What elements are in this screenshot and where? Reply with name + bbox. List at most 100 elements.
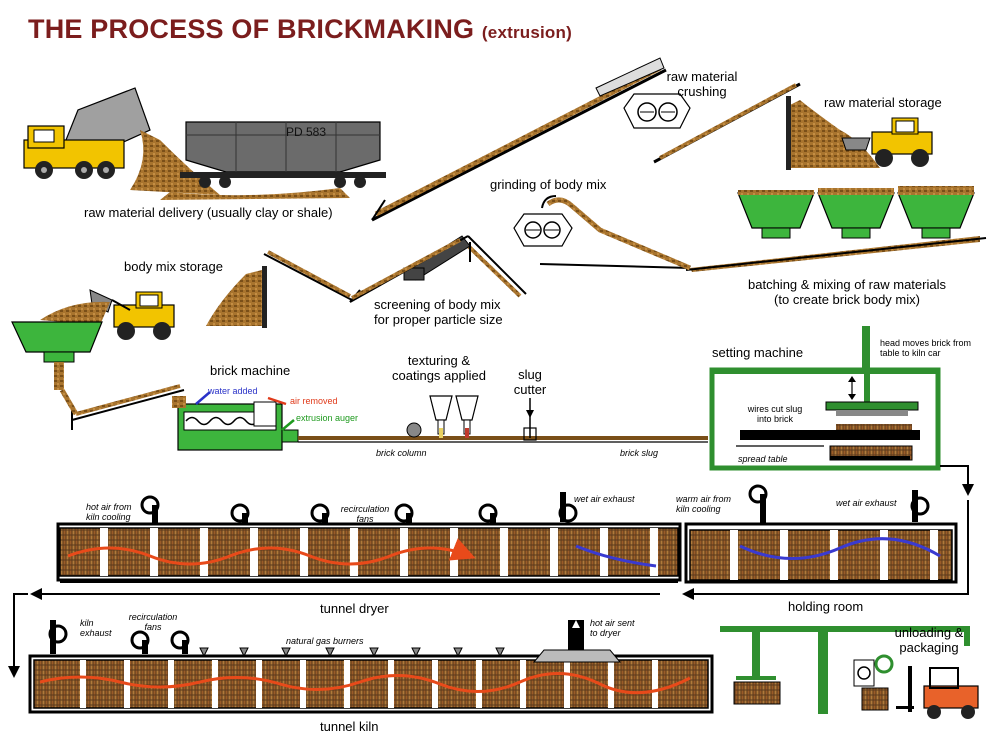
note-hot-air-sent-2: to dryer xyxy=(590,628,621,639)
note-hot-air-2: kiln cooling xyxy=(86,512,131,523)
conveyor-to-grinder xyxy=(539,195,691,271)
slug-cutter xyxy=(523,398,537,441)
label-batching-2: (to create brick body mix) xyxy=(774,291,920,307)
batching-belt-frame xyxy=(685,237,987,271)
batch-hopper-2 xyxy=(817,188,895,239)
note-extrusion-auger: extrusion auger xyxy=(296,413,359,423)
front-loader-2 xyxy=(89,289,175,340)
conveyor-to-storage xyxy=(653,82,801,164)
label-delivery: raw material delivery (usually clay or s… xyxy=(84,205,333,220)
tunnel-dryer xyxy=(56,522,682,583)
brick-machine xyxy=(172,396,299,451)
crusher-drum xyxy=(623,93,691,129)
clay-pile-delivery xyxy=(130,130,220,195)
note-brick-slug: brick slug xyxy=(620,448,659,458)
conveyor-to-crusher xyxy=(371,57,667,222)
label-batching-1: batching & mixing of raw materials xyxy=(748,277,946,292)
note-warm-air-2: kiln cooling xyxy=(676,504,721,515)
setting-machine xyxy=(709,326,941,471)
arrowhead-down-1 xyxy=(962,484,974,496)
label-texturing-2: coatings applied xyxy=(392,367,486,383)
grinder-drum xyxy=(513,213,573,247)
rail-car-label: PD 583 xyxy=(286,125,326,139)
note-head-1: head moves brick from xyxy=(880,338,972,348)
note-kiln-exhaust-1: kiln xyxy=(80,618,94,628)
holding-room xyxy=(684,484,958,584)
note-wires-1: wires cut slug xyxy=(747,404,803,414)
label-body-storage: body mix storage xyxy=(124,259,223,274)
title-main: THE PROCESS OF BRICKMAKING xyxy=(28,14,475,44)
conveyor-to-screen xyxy=(460,235,527,298)
note-head-2: table to kiln car xyxy=(880,348,941,359)
label-batching: batching & mixing of raw materials(to cr… xyxy=(724,277,970,308)
label-slug-2: cutter xyxy=(513,381,547,397)
note-gas-burners: natural gas burners xyxy=(286,636,364,646)
label-crushing-1: raw material xyxy=(666,69,738,84)
label-grinding: grinding of body mix xyxy=(490,177,607,192)
dryer-fans xyxy=(140,492,578,525)
kiln-feed-arrow xyxy=(13,593,28,668)
body-storage-wall xyxy=(262,266,267,328)
note-recirc-1: recirculation xyxy=(340,504,390,514)
label-unloading-1: unloading & xyxy=(894,625,964,640)
note-wet-air-exhaust: wet air exhaust xyxy=(574,494,635,504)
note-hot-air-1: hot air from xyxy=(86,502,132,512)
note-brick-column: brick column xyxy=(376,448,427,458)
forklift xyxy=(896,666,979,719)
note-wires-2: into brick xyxy=(756,414,793,425)
holding-to-dryer-arrow xyxy=(694,500,969,595)
label-unloading-2: packaging xyxy=(899,639,959,655)
batch-hopper-3 xyxy=(897,186,975,239)
label-setting: setting machine xyxy=(712,345,804,360)
note-kiln-recirc-2: fans xyxy=(144,622,162,633)
label-tunnel-kiln: tunnel kiln xyxy=(320,719,379,734)
note-wet-air-exhaust-2: wet air exhaust xyxy=(836,498,897,508)
air-arrow xyxy=(267,396,287,406)
arrowhead-left-1 xyxy=(682,588,694,600)
label-crushing-2: crushing xyxy=(677,83,727,99)
note-spread-table: spread table xyxy=(738,454,788,464)
tunnel-kiln xyxy=(28,620,714,714)
texturing-rollers xyxy=(406,395,479,438)
screen-unit xyxy=(403,235,471,281)
label-brick-machine: brick machine xyxy=(210,363,291,378)
arrowhead-left-2 xyxy=(30,588,42,600)
storage-pile xyxy=(790,100,880,168)
title-sub: (extrusion) xyxy=(481,23,572,42)
note-hot-air-sent-1: hot air sent xyxy=(590,618,635,628)
kiln-fans xyxy=(48,620,190,654)
page-title: THE PROCESS OF BRICKMAKING (extrusion) xyxy=(28,14,572,45)
dump-truck xyxy=(23,87,151,179)
front-loader-1 xyxy=(841,117,933,167)
label-slug-1: slug xyxy=(518,367,542,382)
storage-wall xyxy=(786,96,791,170)
label-tunnel-dryer: tunnel dryer xyxy=(320,601,389,616)
hopper-rail-car xyxy=(180,121,386,188)
label-screening-1: screening of body mix xyxy=(374,297,501,312)
note-water-added: water added xyxy=(208,386,258,396)
unloading-station xyxy=(720,626,970,714)
note-air-removed: air removed xyxy=(290,396,338,406)
gas-burners xyxy=(199,647,505,658)
label-holding-room: holding room xyxy=(788,599,864,614)
conveyor-to-brick-machine xyxy=(59,384,185,430)
auger-arrow xyxy=(281,419,295,431)
label-texturing: texturing &coatings applied xyxy=(384,353,494,384)
note-recirc-2: fans xyxy=(356,514,374,525)
batch-hopper-1 xyxy=(737,190,815,239)
brick-column-line xyxy=(298,436,708,443)
conveyor-to-body-storage xyxy=(263,235,469,303)
label-unloading: unloading &packaging xyxy=(884,625,974,656)
arrowhead-down-2 xyxy=(8,666,20,678)
note-warm-air-1: warm air from xyxy=(676,494,732,504)
water-arrow xyxy=(195,391,211,405)
